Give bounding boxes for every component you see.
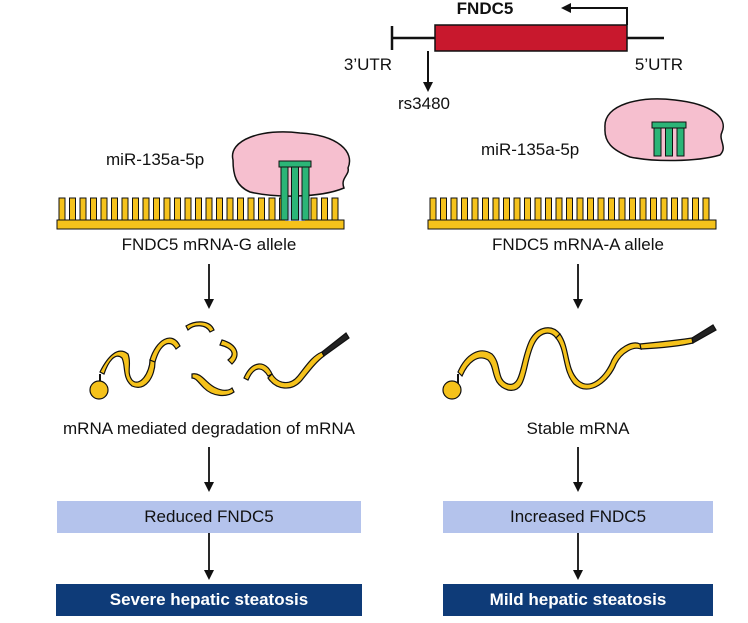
nucleotide-tooth (205, 197, 213, 221)
nucleotide-tooth (597, 197, 605, 221)
nucleotide-tooth (692, 197, 699, 221)
mrna-ribbon-icon (89, 321, 350, 400)
outcome-box-right: Mild hepatic steatosis (443, 584, 713, 616)
nucleotide-tooth (524, 197, 531, 221)
nucleotide-tooth (576, 197, 584, 221)
outcome-label-left: Severe hepatic steatosis (109, 590, 309, 609)
nucleotide-tooth (132, 197, 139, 221)
mrna-backbone (427, 219, 717, 230)
nucleotide-tooth (195, 197, 202, 221)
outcome-label-right: Mild hepatic steatosis (489, 590, 667, 609)
nucleotide-tooth (321, 197, 328, 221)
exon-box (434, 24, 628, 52)
nucleotide-tooth (247, 197, 255, 221)
nucleotide-tooth (461, 197, 468, 221)
nucleotide-tooth (111, 197, 118, 221)
expression-label-right: Increased FNDC5 (509, 507, 647, 526)
allele-label-right: FNDC5 mRNA-A allele (492, 235, 664, 254)
nucleotide-tooth (650, 197, 657, 221)
mrna-ribbon-icon (442, 324, 717, 400)
mirna-label-left: miR-135a-5p (106, 150, 205, 169)
nucleotide-tooth (121, 197, 129, 221)
expression-label-left: Reduced FNDC5 (144, 507, 274, 526)
nucleotide-tooth (702, 197, 710, 221)
mrna-comb-right (427, 197, 717, 230)
nucleotide-tooth (331, 197, 339, 221)
nucleotide-tooth (174, 197, 181, 221)
allele-label-left: FNDC5 mRNA-G allele (121, 235, 297, 254)
nucleotide-tooth (90, 197, 97, 221)
ago-complex-icon (231, 131, 351, 221)
nucleotide-tooth (216, 197, 223, 221)
nucleotide-tooth (587, 197, 594, 221)
utr5-label: 5’UTR (634, 55, 684, 74)
nucleotide-tooth (268, 197, 276, 221)
snp-label: rs3480 (398, 94, 450, 113)
nucleotide-tooth (555, 197, 563, 221)
gene-name-label: FNDC5 (456, 0, 514, 18)
nucleotide-tooth (618, 197, 626, 221)
nucleotide-tooth (608, 197, 615, 221)
mirna-label-right: miR-135a-5p (481, 140, 580, 159)
expression-box-right: Increased FNDC5 (443, 501, 713, 533)
nucleotide-tooth (440, 197, 447, 221)
nucleotide-tooth (226, 197, 234, 221)
fate-label-left: mRNA mediated degradation of mRNA (63, 419, 355, 438)
nucleotide-tooth (58, 197, 66, 221)
nucleotide-tooth (482, 197, 489, 221)
nucleotide-tooth (471, 197, 479, 221)
nucleotide-tooth (566, 197, 573, 221)
nucleotide-tooth (450, 197, 458, 221)
nucleotide-tooth (513, 197, 521, 221)
nucleotide-tooth (492, 197, 500, 221)
nucleotide-tooth (503, 197, 510, 221)
nucleotide-tooth (258, 197, 265, 221)
nucleotide-tooth (100, 197, 108, 221)
ago-complex-icon (604, 98, 724, 162)
nucleotide-tooth (79, 197, 87, 221)
nucleotide-tooth (534, 197, 542, 221)
nucleotide-tooth (545, 197, 552, 221)
nucleotide-tooth (310, 197, 318, 221)
utr3-label: 3’UTR (343, 55, 393, 74)
nucleotide-tooth (671, 197, 678, 221)
nucleotide-tooth (237, 197, 244, 221)
transcription-start-arrow-icon (561, 3, 628, 25)
nucleotide-tooth (629, 197, 636, 221)
nucleotide-tooth (142, 197, 150, 221)
expression-box-left: Reduced FNDC5 (57, 501, 361, 533)
nucleotide-tooth (163, 197, 171, 221)
nucleotide-tooth (660, 197, 668, 221)
outcome-box-left: Severe hepatic steatosis (56, 584, 362, 616)
nucleotide-tooth (681, 197, 689, 221)
nucleotide-tooth (429, 197, 437, 221)
nucleotide-tooth (69, 197, 76, 221)
gene-locus (390, 3, 664, 92)
nucleotide-tooth (184, 197, 192, 221)
nucleotide-tooth (639, 197, 647, 221)
mrna-backbone (56, 219, 345, 230)
fate-label-right: Stable mRNA (526, 419, 630, 438)
nucleotide-tooth (153, 197, 160, 221)
